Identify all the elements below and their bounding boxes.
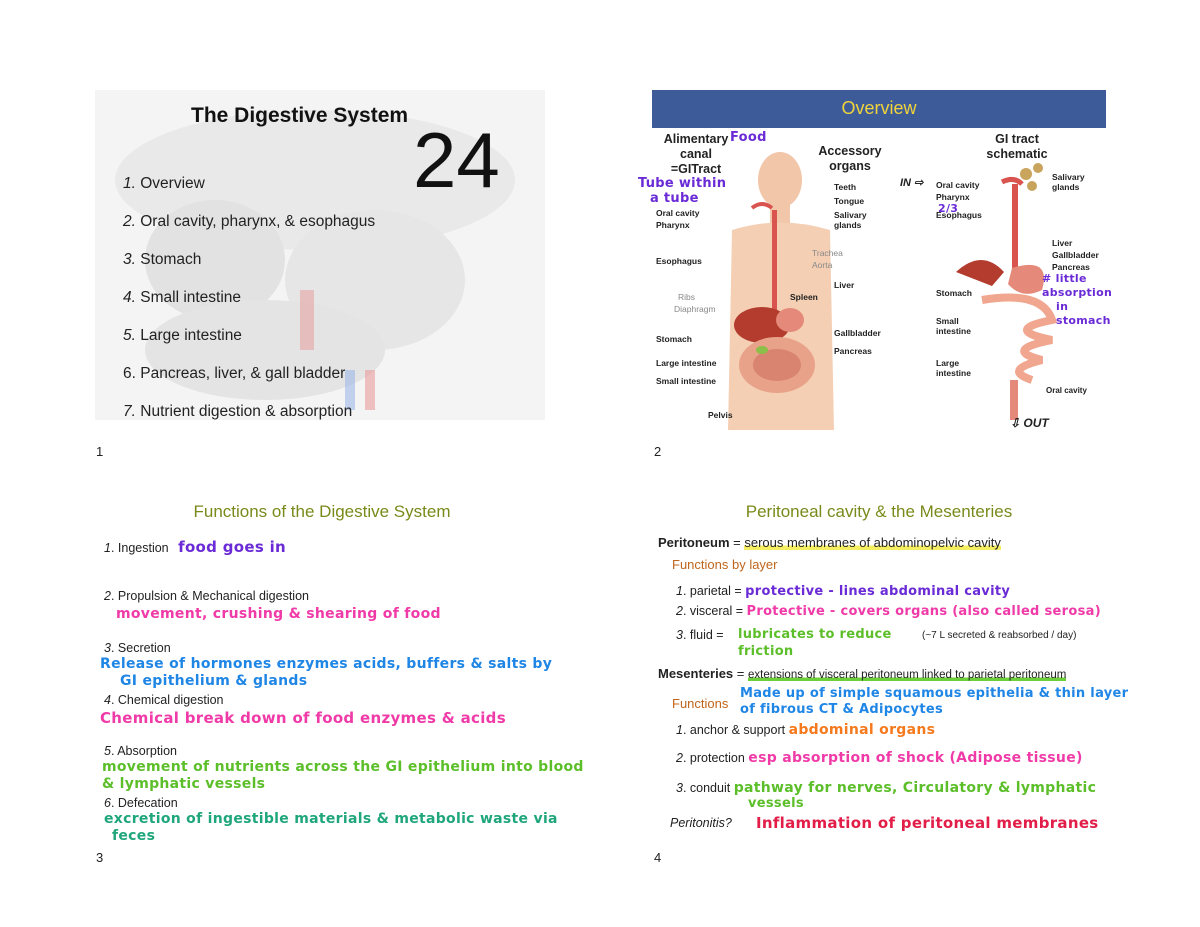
label-liver: Liver bbox=[834, 280, 855, 290]
handwritten-note: lubricates to reduce friction bbox=[738, 627, 892, 659]
label-ribs: Ribs bbox=[678, 292, 696, 302]
layer-item: 1. parietal = protective - lines abdomin… bbox=[676, 584, 1011, 599]
label-esophagus: Esophagus bbox=[656, 256, 702, 266]
handwritten-note: protective - lines abdominal cavity bbox=[745, 584, 1011, 599]
function-item: 1. anchor & support abdominal organs bbox=[676, 722, 936, 738]
label-large-intestine: Large intestine bbox=[656, 358, 717, 368]
handwritten-note: excretion of ingestible materials & meta… bbox=[104, 811, 558, 844]
fluid-volume-note: (~7 L secreted & reabsorbed / day) bbox=[922, 630, 1077, 641]
handwritten-note: vessels bbox=[748, 796, 804, 811]
arrow-down-icon: ⇩ bbox=[1010, 416, 1021, 430]
label-aorta: Aorta bbox=[812, 260, 833, 270]
schematic-label-stomach: Stomach bbox=[936, 288, 972, 298]
toc-item: 3. Stomach bbox=[123, 251, 202, 268]
anatomy-background-image bbox=[95, 90, 545, 420]
schematic-label-oral-cavity-bottom: Oral cavity bbox=[1046, 386, 1087, 395]
handwritten-note: abdominal organs bbox=[788, 722, 936, 738]
handwritten-note: Made up of simple squamous epithelia & t… bbox=[740, 686, 1129, 717]
alimentary-label: Alimentary canal =GITract bbox=[663, 132, 729, 176]
schematic-label-pharynx: Pharynx bbox=[936, 192, 970, 202]
schematic-label-gallbladder: Gallbladder bbox=[1052, 250, 1099, 260]
toc-item: 1. Overview bbox=[123, 175, 205, 192]
layer-item: 3. fluid = bbox=[676, 628, 724, 642]
toc-item: 4. Small intestine bbox=[123, 289, 242, 306]
label-out: ⇩ OUT bbox=[1010, 416, 1049, 430]
note-food: Food bbox=[730, 130, 767, 145]
label-in: IN ⇨ bbox=[900, 177, 924, 189]
function-item: 3. Secretion bbox=[104, 641, 171, 655]
accessory-label: Accessory organs bbox=[818, 144, 882, 173]
toc-item: 6. Pancreas, liver, & gall bladder bbox=[123, 365, 346, 382]
handwritten-note: movement of nutrients across the GI epit… bbox=[102, 759, 584, 792]
slide-title: Peritoneal cavity & the Mesenteries bbox=[745, 502, 1013, 521]
toc-item: 5. Large intestine bbox=[123, 327, 242, 344]
slide-title-bar bbox=[652, 90, 1106, 128]
slide-title: Overview bbox=[841, 98, 917, 118]
handwritten-note: pathway for nerves, Circulatory & lympha… bbox=[733, 780, 1097, 796]
slide-title: Functions of the Digestive System bbox=[193, 502, 451, 521]
slide-title: The Digestive System bbox=[191, 104, 409, 127]
schematic-label-liver: Liver bbox=[1052, 238, 1073, 248]
label-pharynx: Pharynx bbox=[656, 220, 690, 230]
function-item: 2. Propulsion & Mechanical digestion bbox=[104, 589, 309, 603]
note-tube: Tube within a tube bbox=[638, 176, 727, 206]
note-little-absorption: # little absorption in stomach bbox=[1042, 272, 1113, 327]
page-number: 1 bbox=[96, 444, 104, 459]
handwritten-note: esp absorption of shock (Adipose tissue) bbox=[748, 750, 1083, 766]
label-pelvis: Pelvis bbox=[708, 410, 733, 420]
label-trachea: Trachea bbox=[812, 248, 843, 258]
function-item: 5. Absorption bbox=[104, 744, 177, 758]
schematic-label-oral-cavity: Oral cavity bbox=[936, 180, 980, 190]
function-item: 1. Ingestion food goes in bbox=[104, 538, 287, 556]
handwritten-note: Protective - covers organs (also called … bbox=[746, 604, 1101, 619]
mesenteries-definition: Mesenteries = extensions of visceral per… bbox=[658, 666, 1067, 681]
page-number: 3 bbox=[96, 850, 104, 865]
label-pancreas: Pancreas bbox=[834, 346, 872, 356]
schematic-label-pancreas: Pancreas bbox=[1052, 262, 1090, 272]
page-number: 4 bbox=[654, 850, 662, 865]
function-item: 6. Defecation bbox=[104, 796, 178, 810]
peritoneum-definition: Peritoneum = serous membranes of abdomin… bbox=[658, 535, 1001, 550]
label-oral-cavity: Oral cavity bbox=[656, 208, 700, 218]
toc-list: 1. Overview 2. Oral cavity, pharynx, & e… bbox=[123, 174, 375, 440]
function-item: 3. conduit pathway for nerves, Circulato… bbox=[676, 780, 1097, 796]
functions-by-layer-heading: Functions by layer bbox=[672, 557, 778, 572]
chapter-number: 24 bbox=[413, 116, 500, 204]
label-spleen: Spleen bbox=[790, 292, 818, 302]
label-tongue: Tongue bbox=[834, 196, 865, 206]
function-item: 2. protection esp absorption of shock (A… bbox=[676, 750, 1083, 766]
label-teeth: Teeth bbox=[834, 182, 857, 192]
arrow-right-icon: ⇨ bbox=[914, 177, 924, 189]
note-two-thirds: 2/3 bbox=[938, 202, 959, 215]
slide-2: Overview Alimentary canal =GITract Food … bbox=[638, 90, 1112, 435]
schematic-label: GI tract schematic bbox=[986, 132, 1048, 161]
page-number: 2 bbox=[654, 444, 662, 459]
slide-1: The Digestive System 24 1. Overview 2. O… bbox=[95, 90, 545, 430]
schematic-label-esophagus: Esophagus bbox=[936, 210, 982, 220]
label-diaphragm: Diaphragm bbox=[674, 304, 716, 314]
handwritten-note: Inflammation of peritoneal membranes bbox=[756, 814, 1099, 832]
gi-tract-schematic bbox=[956, 163, 1058, 420]
digestive-anatomy-illustration bbox=[728, 152, 834, 430]
handwritten-note: movement, crushing & shearing of food bbox=[116, 606, 441, 622]
toc-item: 7. Nutrient digestion & absorption bbox=[123, 403, 353, 420]
label-small-intestine: Small intestine bbox=[656, 376, 716, 386]
peritonitis-question: Peritonitis? bbox=[670, 816, 732, 830]
functions-heading: Functions bbox=[672, 696, 729, 711]
toc-item: 2. Oral cavity, pharynx, & esophagus bbox=[123, 213, 376, 230]
function-item: 4. Chemical digestion bbox=[104, 693, 224, 707]
handwritten-note: food goes in bbox=[178, 538, 287, 556]
handwritten-note: Release of hormones enzymes acids, buffe… bbox=[100, 656, 553, 689]
layer-item: 2. visceral = Protective - covers organs… bbox=[676, 604, 1101, 619]
handwritten-note: Chemical break down of food enzymes & ac… bbox=[100, 709, 506, 727]
label-stomach: Stomach bbox=[656, 334, 692, 344]
label-gallbladder: Gallbladder bbox=[834, 328, 881, 338]
